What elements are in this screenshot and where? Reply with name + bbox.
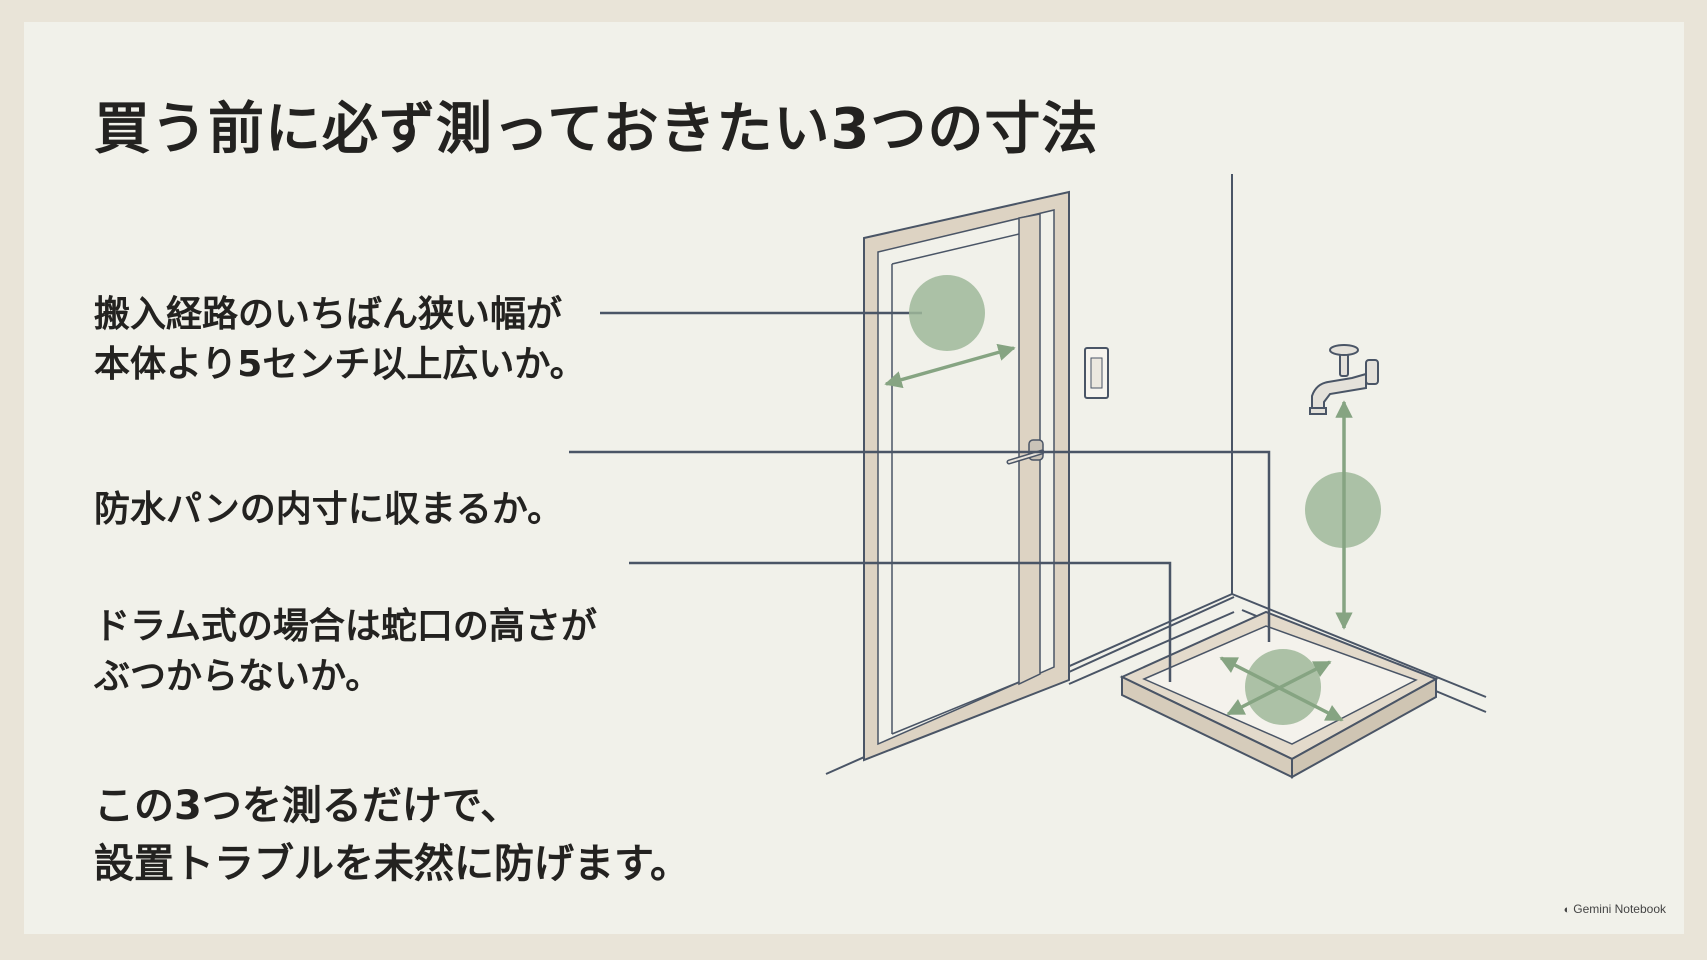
leader-lines: [569, 311, 1271, 682]
point-line: ぶつからないか。: [94, 656, 382, 697]
point-faucet-height: ドラム式の場合は蛇口の高さが ぶつからないか。: [94, 602, 597, 702]
door-handle-icon: [1006, 439, 1045, 465]
room-illustration: [569, 174, 1487, 779]
gemini-notebook-icon: ◐: [1563, 904, 1571, 916]
slide: 買う前に必ず測っておきたい3つの寸法 搬入経路のいちばん狭い幅が 本体より5セン…: [24, 22, 1684, 934]
summary-text: この3つを測るだけで、 設置トラブルを未然に防げます。: [94, 777, 690, 893]
door: [863, 190, 1070, 762]
brand-label: Gemini Notebook: [1573, 902, 1666, 916]
slide-title: 買う前に必ず測っておきたい3つの寸法: [94, 97, 1099, 162]
brand-watermark: ◐Gemini Notebook: [1564, 902, 1666, 916]
light-switch-icon: [1084, 347, 1109, 399]
summary-line: 設置トラブルを未然に防げます。: [94, 841, 690, 887]
point-line: ドラム式の場合は蛇口の高さが: [94, 606, 597, 647]
point-line: 搬入経路のいちばん狭い幅が: [94, 294, 563, 335]
measurement-arrows: [884, 343, 1353, 722]
point-line: 本体より5センチ以上広いか。: [94, 344, 586, 385]
point-line: 防水パンの内寸に収まるか。: [94, 489, 564, 530]
summary-line: この3つを測るだけで、: [94, 783, 521, 829]
point-door-width: 搬入経路のいちばん狭い幅が 本体より5センチ以上広いか。: [94, 290, 586, 390]
faucet-icon: [1309, 344, 1379, 415]
point-waterproof-pan: 防水パンの内寸に収まるか。: [94, 485, 563, 535]
